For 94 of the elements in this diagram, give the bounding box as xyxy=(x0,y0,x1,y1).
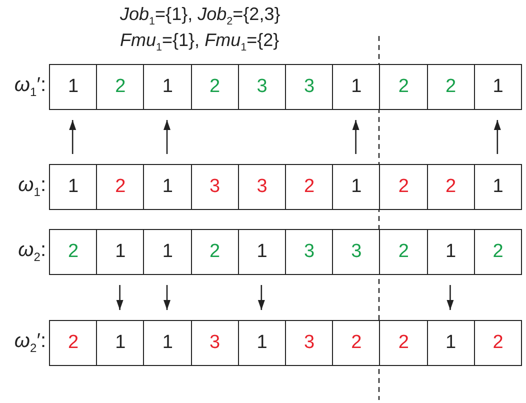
sequence-cell xyxy=(426,164,476,210)
arrow xyxy=(116,285,124,310)
sequence-cell xyxy=(49,229,98,275)
digit: 1 xyxy=(115,241,126,263)
sequence-cell xyxy=(332,164,381,210)
arrow xyxy=(164,285,170,310)
sequence-cell xyxy=(238,164,286,210)
sequence-cell xyxy=(190,320,240,366)
digit: 1 xyxy=(351,76,362,98)
digit: 1 xyxy=(351,176,362,198)
digit: 1 xyxy=(162,76,173,98)
sequence-cell xyxy=(96,164,145,210)
digit: 2 xyxy=(351,332,362,354)
digit: 1 xyxy=(492,176,504,198)
digit: 1 xyxy=(68,76,79,98)
digit: 1 xyxy=(256,241,268,263)
sequence-cell xyxy=(238,229,286,275)
digit: 2 xyxy=(492,332,504,354)
digit: 1 xyxy=(162,176,173,198)
sequence-cell xyxy=(426,229,476,275)
digit: 2 xyxy=(115,176,126,198)
digit: 1 xyxy=(115,332,126,354)
digit: 2 xyxy=(210,76,220,98)
set-definition: Fmu$_{1}$={1}, Fmu$_{1}$={2} xyxy=(120,30,280,54)
sequence-cell xyxy=(49,164,98,210)
digit: 2 xyxy=(398,241,409,263)
sequence-cell xyxy=(426,64,476,110)
digit: 2 xyxy=(398,332,409,354)
sequence-cell xyxy=(379,64,428,110)
digit: 2 xyxy=(68,332,79,354)
digit: 2 xyxy=(115,76,126,98)
row-label: ω$_{1}$: xyxy=(17,174,46,199)
sequence-cell xyxy=(190,64,240,110)
sequence-cell xyxy=(143,229,192,275)
sequence-cell xyxy=(474,64,522,110)
sequence-cell xyxy=(379,229,428,275)
arrow xyxy=(164,120,170,154)
arrow xyxy=(446,285,454,310)
digit: 2 xyxy=(492,241,504,263)
arrow xyxy=(352,120,360,154)
sequence-cell xyxy=(238,320,286,366)
digit: 2 xyxy=(68,241,79,263)
digit: 3 xyxy=(304,76,315,98)
digit: 2 xyxy=(446,176,456,198)
digit: 2 xyxy=(398,176,409,198)
digit: 3 xyxy=(256,76,268,98)
digit: 3 xyxy=(210,176,220,198)
sequence-cell xyxy=(474,320,522,366)
digit: 1 xyxy=(162,241,173,263)
arrow xyxy=(69,120,76,154)
digit: 2 xyxy=(210,241,220,263)
digit: 2 xyxy=(398,76,409,98)
digit: 3 xyxy=(304,241,315,263)
sequence-cell xyxy=(190,229,240,275)
sequence-cell xyxy=(474,164,522,210)
sequence-cell xyxy=(474,229,522,275)
sequence-cell xyxy=(96,320,145,366)
sequence-cell xyxy=(96,229,145,275)
sequence-cell xyxy=(285,164,334,210)
sequence-cell xyxy=(96,64,145,110)
digit: 2 xyxy=(304,176,315,198)
row-label: ω$_{2}$′: xyxy=(13,330,46,355)
sequence-cell xyxy=(143,320,192,366)
sequence-cell xyxy=(285,320,334,366)
digit: 1 xyxy=(446,332,456,354)
digit: 1 xyxy=(492,76,504,98)
sequence-cell xyxy=(49,64,98,110)
sequence-cell xyxy=(238,64,286,110)
sequence-cell xyxy=(49,320,98,366)
digit: 1 xyxy=(68,176,79,198)
row-label: ω$_{2}$: xyxy=(17,239,46,264)
set-definition: Job$_{1}$={1}, Job$_{2}$={2,3} xyxy=(120,4,280,28)
sequence-cell xyxy=(190,164,240,210)
sequence-cell xyxy=(143,164,192,210)
digit: 1 xyxy=(162,332,173,354)
sequence-cell xyxy=(285,64,334,110)
sequence-cell xyxy=(285,229,334,275)
digit: 1 xyxy=(256,332,268,354)
sequence-cell xyxy=(332,320,381,366)
digit: 3 xyxy=(210,332,220,354)
digit: 1 xyxy=(446,241,456,263)
row-label: ω$_{1}$′: xyxy=(13,74,46,99)
sequence-cell xyxy=(332,64,381,110)
digit: 3 xyxy=(256,176,268,198)
sequence-cell xyxy=(332,229,381,275)
sequence-cell xyxy=(379,164,428,210)
sequence-cell xyxy=(426,320,476,366)
digit: 3 xyxy=(351,241,362,263)
sequence-cell xyxy=(143,64,192,110)
digit: 3 xyxy=(304,332,315,354)
arrow xyxy=(258,285,265,310)
digit: 2 xyxy=(446,76,456,98)
sequence-cell xyxy=(379,320,428,366)
arrow xyxy=(494,120,501,154)
